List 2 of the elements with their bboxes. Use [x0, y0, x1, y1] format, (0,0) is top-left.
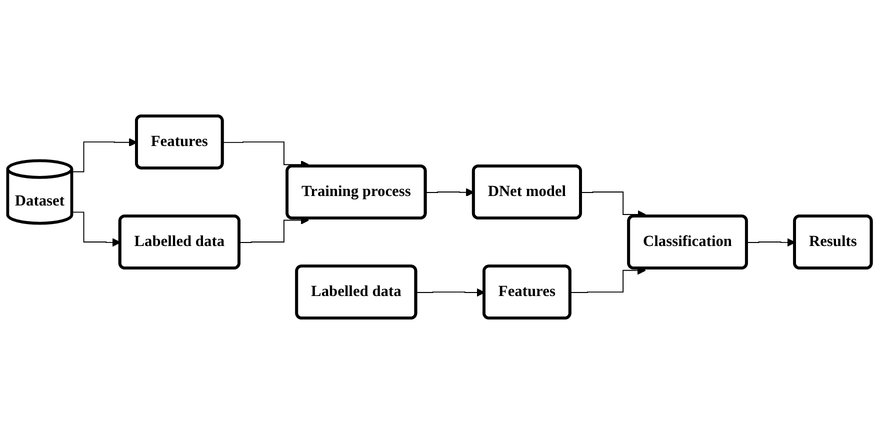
arrow — [746, 238, 796, 247]
arrow — [416, 288, 485, 297]
